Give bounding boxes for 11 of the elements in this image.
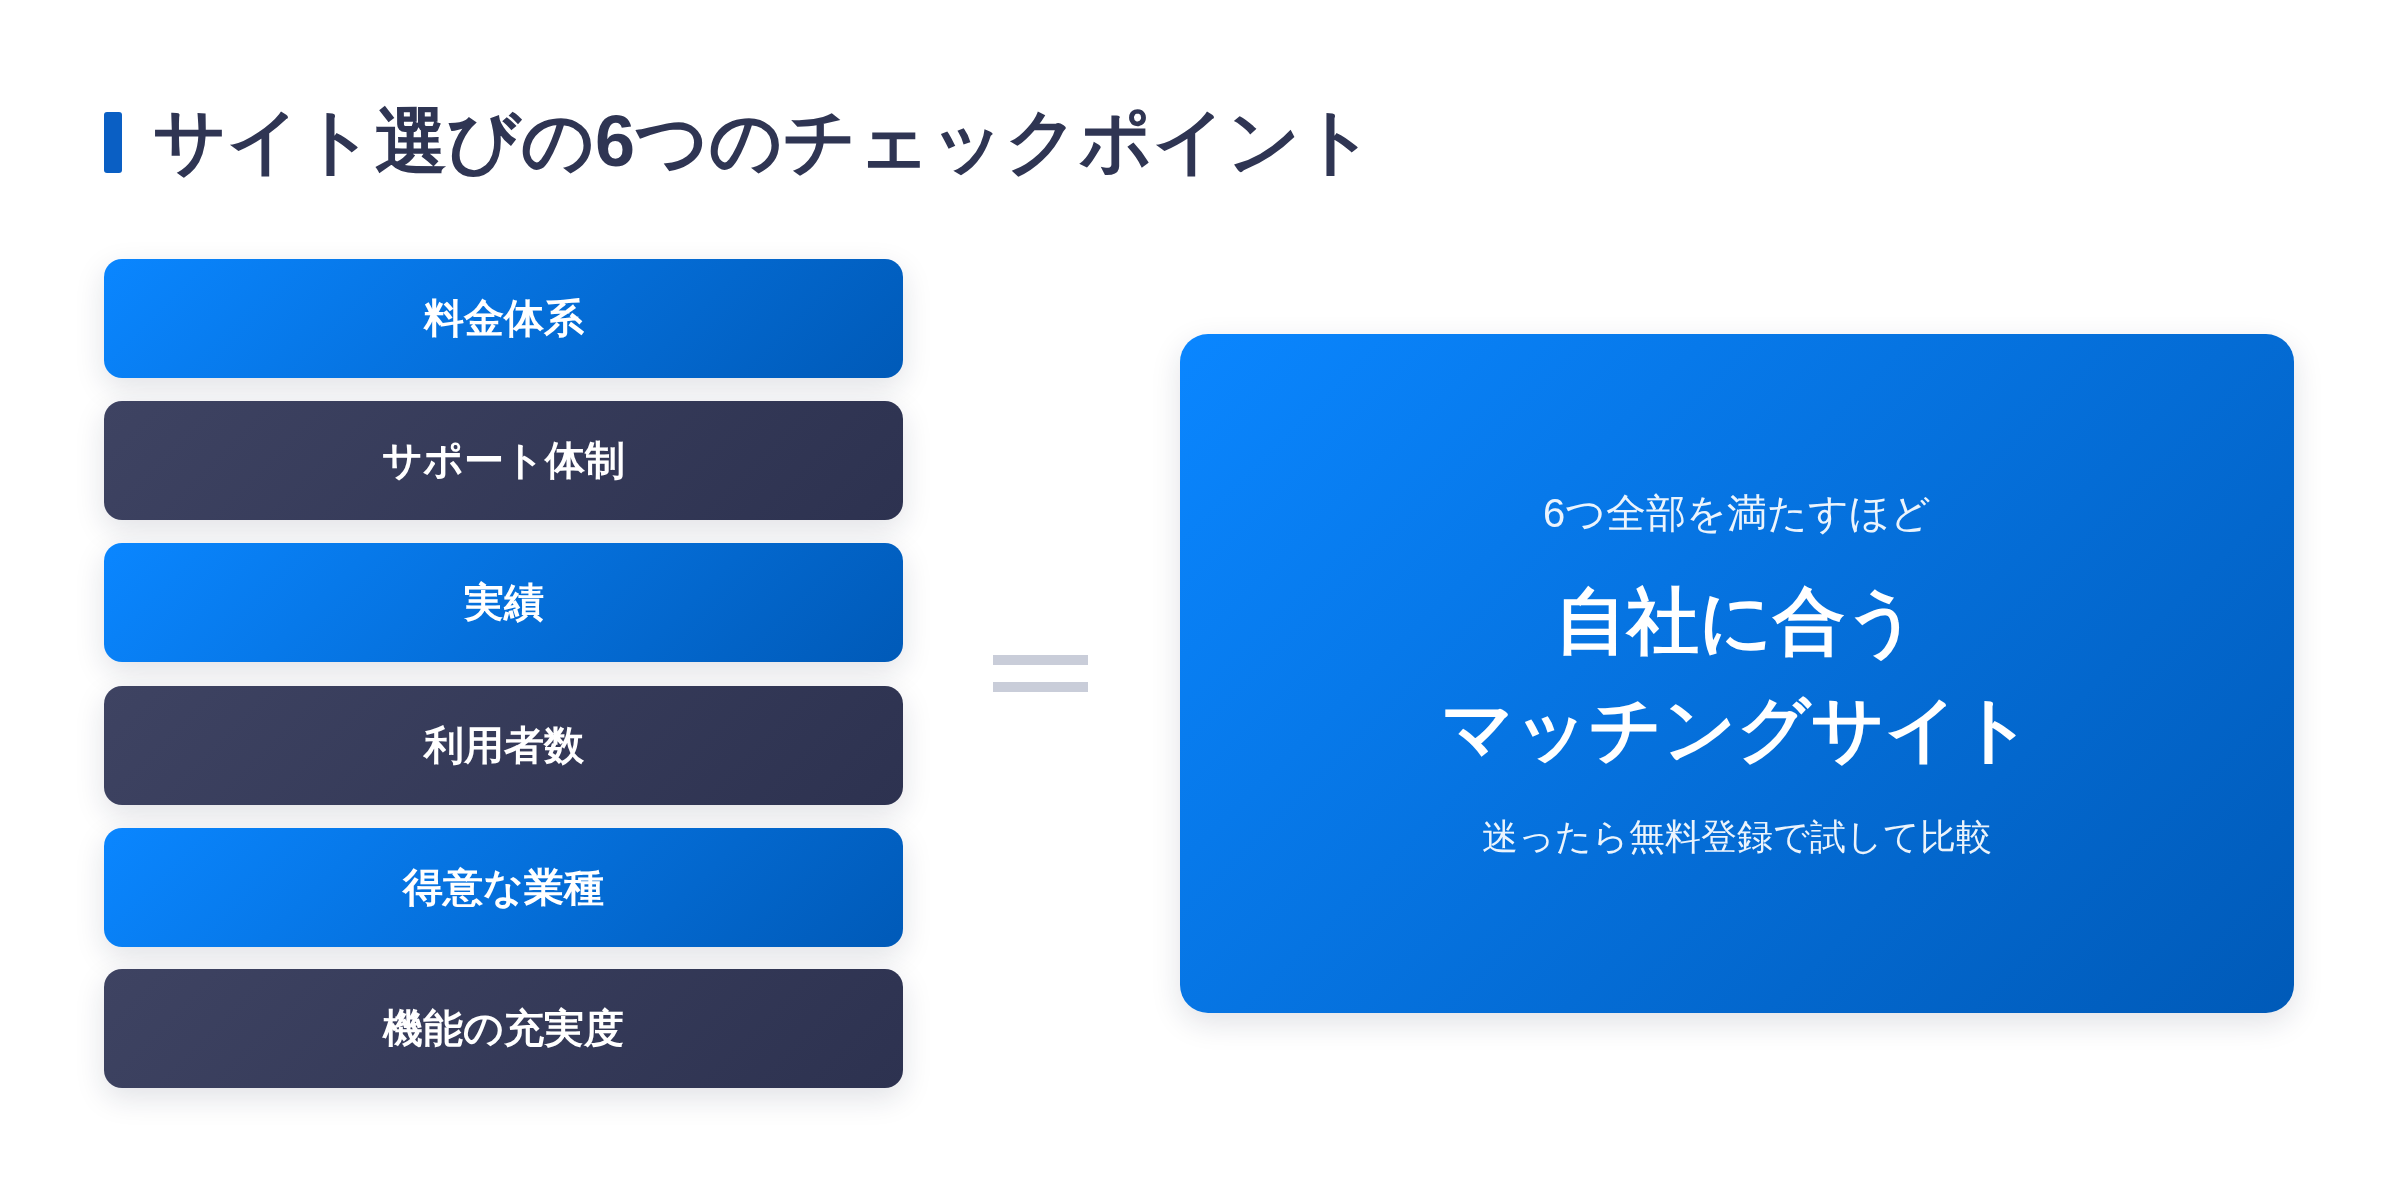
lead-text: 6つ全部を満たすほど <box>1542 489 1932 537</box>
result-card <box>1180 334 2294 1013</box>
checkpoint-card: 得意な業種 <box>104 828 903 947</box>
result-heading: 自社に合うマッチングサイト <box>1441 579 2033 771</box>
checkpoint-card: サポート体制 <box>104 401 903 520</box>
note-text: 迷ったら無料登録で試して比較 <box>1482 814 1992 859</box>
title: サイト選びの6つのチェックポイント <box>153 105 1376 177</box>
checkpoint-card: 機能の充実度 <box>104 969 903 1088</box>
checkpoint-card: 利用者数 <box>104 686 903 805</box>
checkpoint-card: 実績 <box>104 543 903 662</box>
checkpoint-card: 料金体系 <box>104 259 903 378</box>
